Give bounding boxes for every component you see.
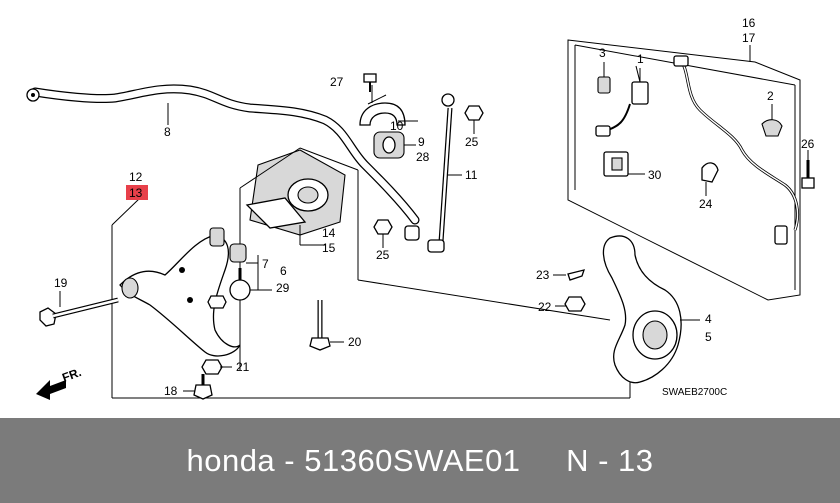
stabilizer-bushing [359,102,406,159]
label-15: 15 [322,241,336,255]
front-direction-arrow: FR. [36,365,83,400]
clip-2 [761,119,783,137]
nut-25-bottom [373,219,393,235]
label-1: 1 [637,52,644,66]
steering-knuckle [602,235,682,384]
bolt-20 [309,300,331,351]
bolt-19 [39,297,119,327]
bolt-27 [363,73,377,92]
stabilizer-bar [26,84,420,225]
label-23: 23 [536,268,550,282]
label-11: 11 [465,168,478,182]
label-4: 4 [705,312,712,326]
bolt-21 [201,359,223,375]
nut-22 [564,296,586,312]
label-7: 7 [262,257,269,271]
label-21: 21 [236,360,250,374]
label-3: 3 [599,46,606,60]
clip-3 [597,76,611,94]
label-25-bottom: 25 [376,248,390,262]
parts-diagram-svg: 8 27 10 9 28 25 11 25 14 15 12 13 7 6 29… [26,16,815,400]
label-29: 29 [276,281,290,295]
label-26: 26 [801,137,815,151]
label-30: 30 [648,168,662,182]
bushing-bracket [245,149,346,236]
label-13: 13 [129,186,143,200]
parts-diagram: 8 27 10 9 28 25 11 25 14 15 12 13 7 6 29… [26,16,815,400]
label-20: 20 [348,335,362,349]
label-12: 12 [129,170,143,184]
nut-25-top [464,105,484,121]
label-14: 14 [322,226,336,240]
abs-sensor-wire [673,55,799,245]
label-5: 5 [705,330,712,344]
label-28: 28 [416,150,430,164]
label-9: 9 [418,135,425,149]
bolt-18 [193,374,213,400]
label-10: 10 [390,119,404,133]
lower-control-arm [119,227,241,357]
front-direction-label: FR. [60,365,83,385]
label-19: 19 [54,276,68,290]
label-27: 27 [330,75,344,89]
label-6: 6 [280,264,287,278]
highlight-13-bg [126,185,148,200]
ball-joint [207,243,251,309]
clip-24 [701,162,719,183]
label-17: 17 [742,31,756,45]
part-number-caption: honda - 51360SWAE01 N - 13 [186,442,654,478]
bolt-26 [801,160,815,189]
clip-30 [603,151,629,177]
diagram-code: SWAEB2700C [662,387,727,398]
label-8: 8 [164,125,171,139]
sensor-connector-1 [595,81,649,137]
label-25-top: 25 [465,135,479,149]
pin-23 [567,269,585,281]
label-22: 22 [538,300,552,314]
label-2: 2 [767,89,774,103]
footer-bar: honda - 51360SWAE01 N - 13 [0,418,840,503]
stabilizer-link [404,93,455,253]
label-16: 16 [742,16,756,30]
label-24: 24 [699,197,713,211]
label-18: 18 [164,384,178,398]
